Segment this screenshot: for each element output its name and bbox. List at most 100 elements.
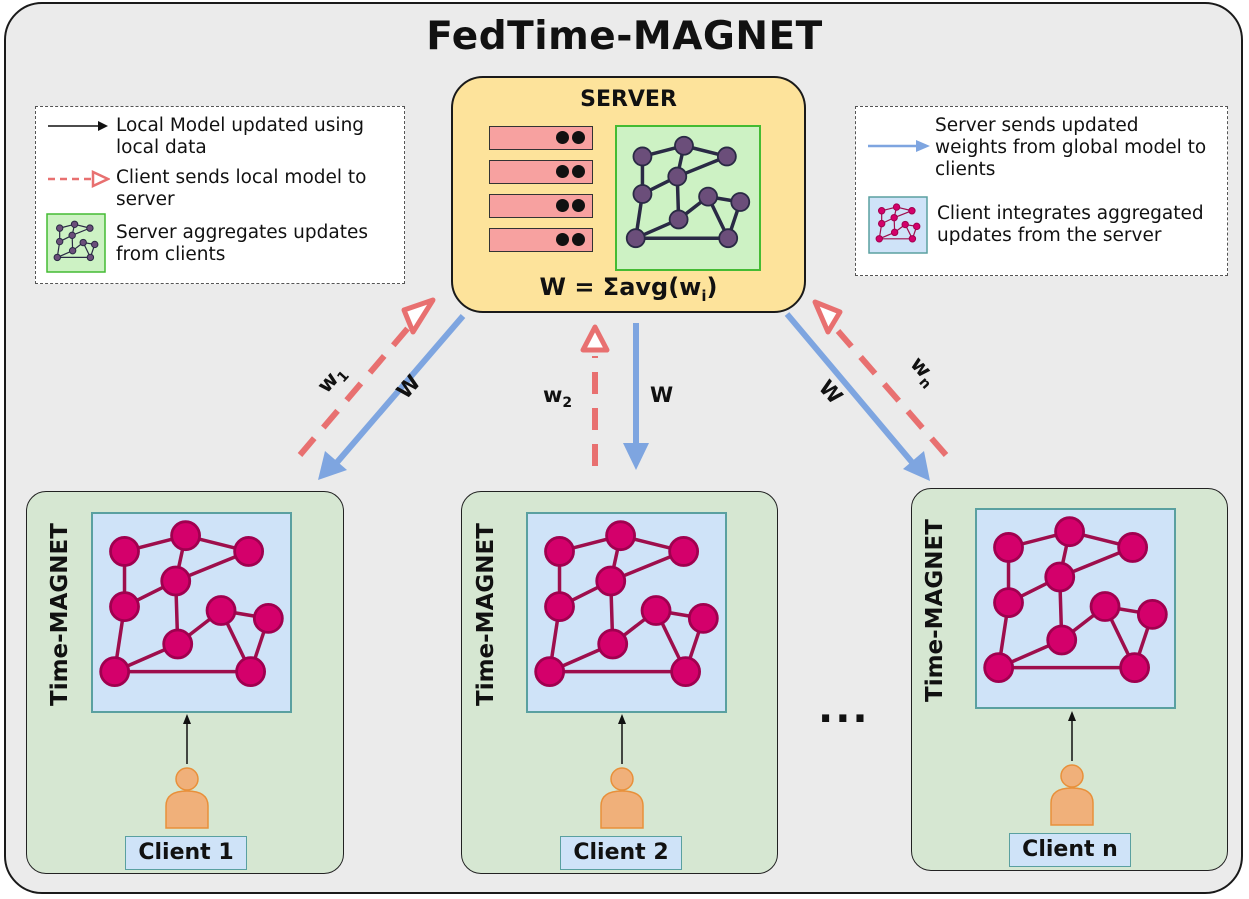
solid-arrow-icon <box>48 121 108 131</box>
client-2-model-graph <box>526 512 727 713</box>
mini-graph <box>53 220 99 262</box>
aggregation-formula: W = Σavg(wi) <box>453 273 804 305</box>
graph-node <box>625 228 646 249</box>
graph-node <box>1089 591 1121 622</box>
server-rack-unit <box>489 228 593 252</box>
diagram-title: FedTime-MAGNET <box>426 14 823 59</box>
graph-node <box>890 228 899 237</box>
arrowhead <box>318 451 347 480</box>
hollow-arrowhead <box>580 324 610 353</box>
graph-node <box>79 238 87 247</box>
graph-node <box>718 228 739 249</box>
graph-node <box>670 656 702 688</box>
clientn-to-server-arrow <box>835 329 949 457</box>
legend-line: updates from the server <box>937 225 1162 246</box>
legend-left: Local Model updated using local data Cli… <box>35 106 405 284</box>
aggregated-graph-icon <box>46 213 106 273</box>
formula-subscript: i <box>701 286 707 305</box>
graph-node <box>235 656 267 688</box>
graph-node <box>698 186 718 207</box>
legend-line: Server sends updated <box>935 115 1139 136</box>
legend-item-client-sends: Client sends local model to server <box>116 167 367 211</box>
global-model-graph <box>615 125 761 271</box>
legend-right: Server sends updated weights from global… <box>855 106 1228 276</box>
graph-node <box>605 520 636 552</box>
legend-line: Client integrates aggregated <box>937 203 1204 224</box>
arrowhead <box>623 443 649 470</box>
graph-node <box>640 595 672 626</box>
graph-node <box>68 231 76 240</box>
graph-node <box>534 656 566 688</box>
client-n-model-graph <box>975 508 1176 709</box>
graph-node <box>86 224 94 232</box>
client-1-model-graph <box>91 512 292 713</box>
graph-node <box>170 520 201 552</box>
server-to-clientn-arrow <box>784 312 919 469</box>
server-rack-unit <box>489 194 593 218</box>
rack-led <box>556 199 569 212</box>
graph-node <box>1136 599 1168 630</box>
graph-node <box>55 224 64 232</box>
server-box: SERVER W = Σavg(wi) <box>451 76 806 313</box>
graph-node <box>913 222 921 231</box>
graph-node <box>983 652 1015 684</box>
graph-node <box>993 587 1024 618</box>
legend-line: clients <box>935 159 996 180</box>
graph-node <box>730 192 751 212</box>
client-1-label: Client 1 <box>125 836 247 870</box>
w-base: w <box>543 383 563 407</box>
graph-node <box>901 220 909 229</box>
client-n-label: Client n <box>1009 833 1131 867</box>
client-1-user-icon <box>165 767 209 829</box>
legend-line: Local Model updated using <box>116 115 365 136</box>
w-label-middle: W <box>650 383 674 407</box>
server-rack-unit <box>489 126 593 150</box>
graph-node <box>162 628 194 660</box>
client-graph-svg <box>534 520 719 688</box>
graph-node <box>1119 652 1151 684</box>
graph-node <box>877 219 886 228</box>
graph-node <box>544 591 575 622</box>
graph-node <box>109 591 140 622</box>
graph-node <box>597 628 629 660</box>
graph-node <box>908 235 917 243</box>
graph-node <box>908 207 916 215</box>
legend-line: weights from global model to <box>935 137 1207 158</box>
legend-line: Server aggregates updates <box>116 222 369 243</box>
more-clients-ellipsis: ... <box>818 686 870 732</box>
w-sub: 2 <box>562 395 573 412</box>
graph-node <box>205 595 237 626</box>
rack-led <box>556 165 569 178</box>
legend-item-client-integrates: Client integrates aggregated updates fro… <box>937 203 1204 247</box>
rack-led <box>572 165 585 178</box>
graph-node <box>55 237 64 246</box>
graph-node <box>86 253 95 262</box>
graph-node <box>668 536 700 567</box>
integrated-graph-icon <box>868 196 928 254</box>
graph-node <box>892 203 901 211</box>
legend-line: server <box>116 189 175 210</box>
graph-node <box>160 565 192 597</box>
formula-main: W = Σavg(w <box>539 273 702 301</box>
graph-node <box>632 146 653 167</box>
legend-line: local data <box>116 137 207 158</box>
graph-node <box>668 209 689 230</box>
global-graph-svg <box>625 135 751 249</box>
client-2-label: Client 2 <box>560 836 682 870</box>
graph-node <box>544 536 575 567</box>
graph-node <box>53 253 61 262</box>
graph-node <box>109 536 140 567</box>
graph-node <box>99 656 131 688</box>
graph-node <box>252 603 284 634</box>
w2-label: w2 <box>543 383 572 411</box>
legend-line: from clients <box>116 244 226 265</box>
graph-node <box>1044 561 1076 593</box>
arrowhead <box>903 451 930 481</box>
blue-arrow-icon <box>868 140 930 152</box>
graph-node <box>716 146 737 167</box>
graph-node <box>595 565 627 597</box>
graph-node <box>91 240 99 249</box>
hollow-arrowhead <box>401 297 436 335</box>
